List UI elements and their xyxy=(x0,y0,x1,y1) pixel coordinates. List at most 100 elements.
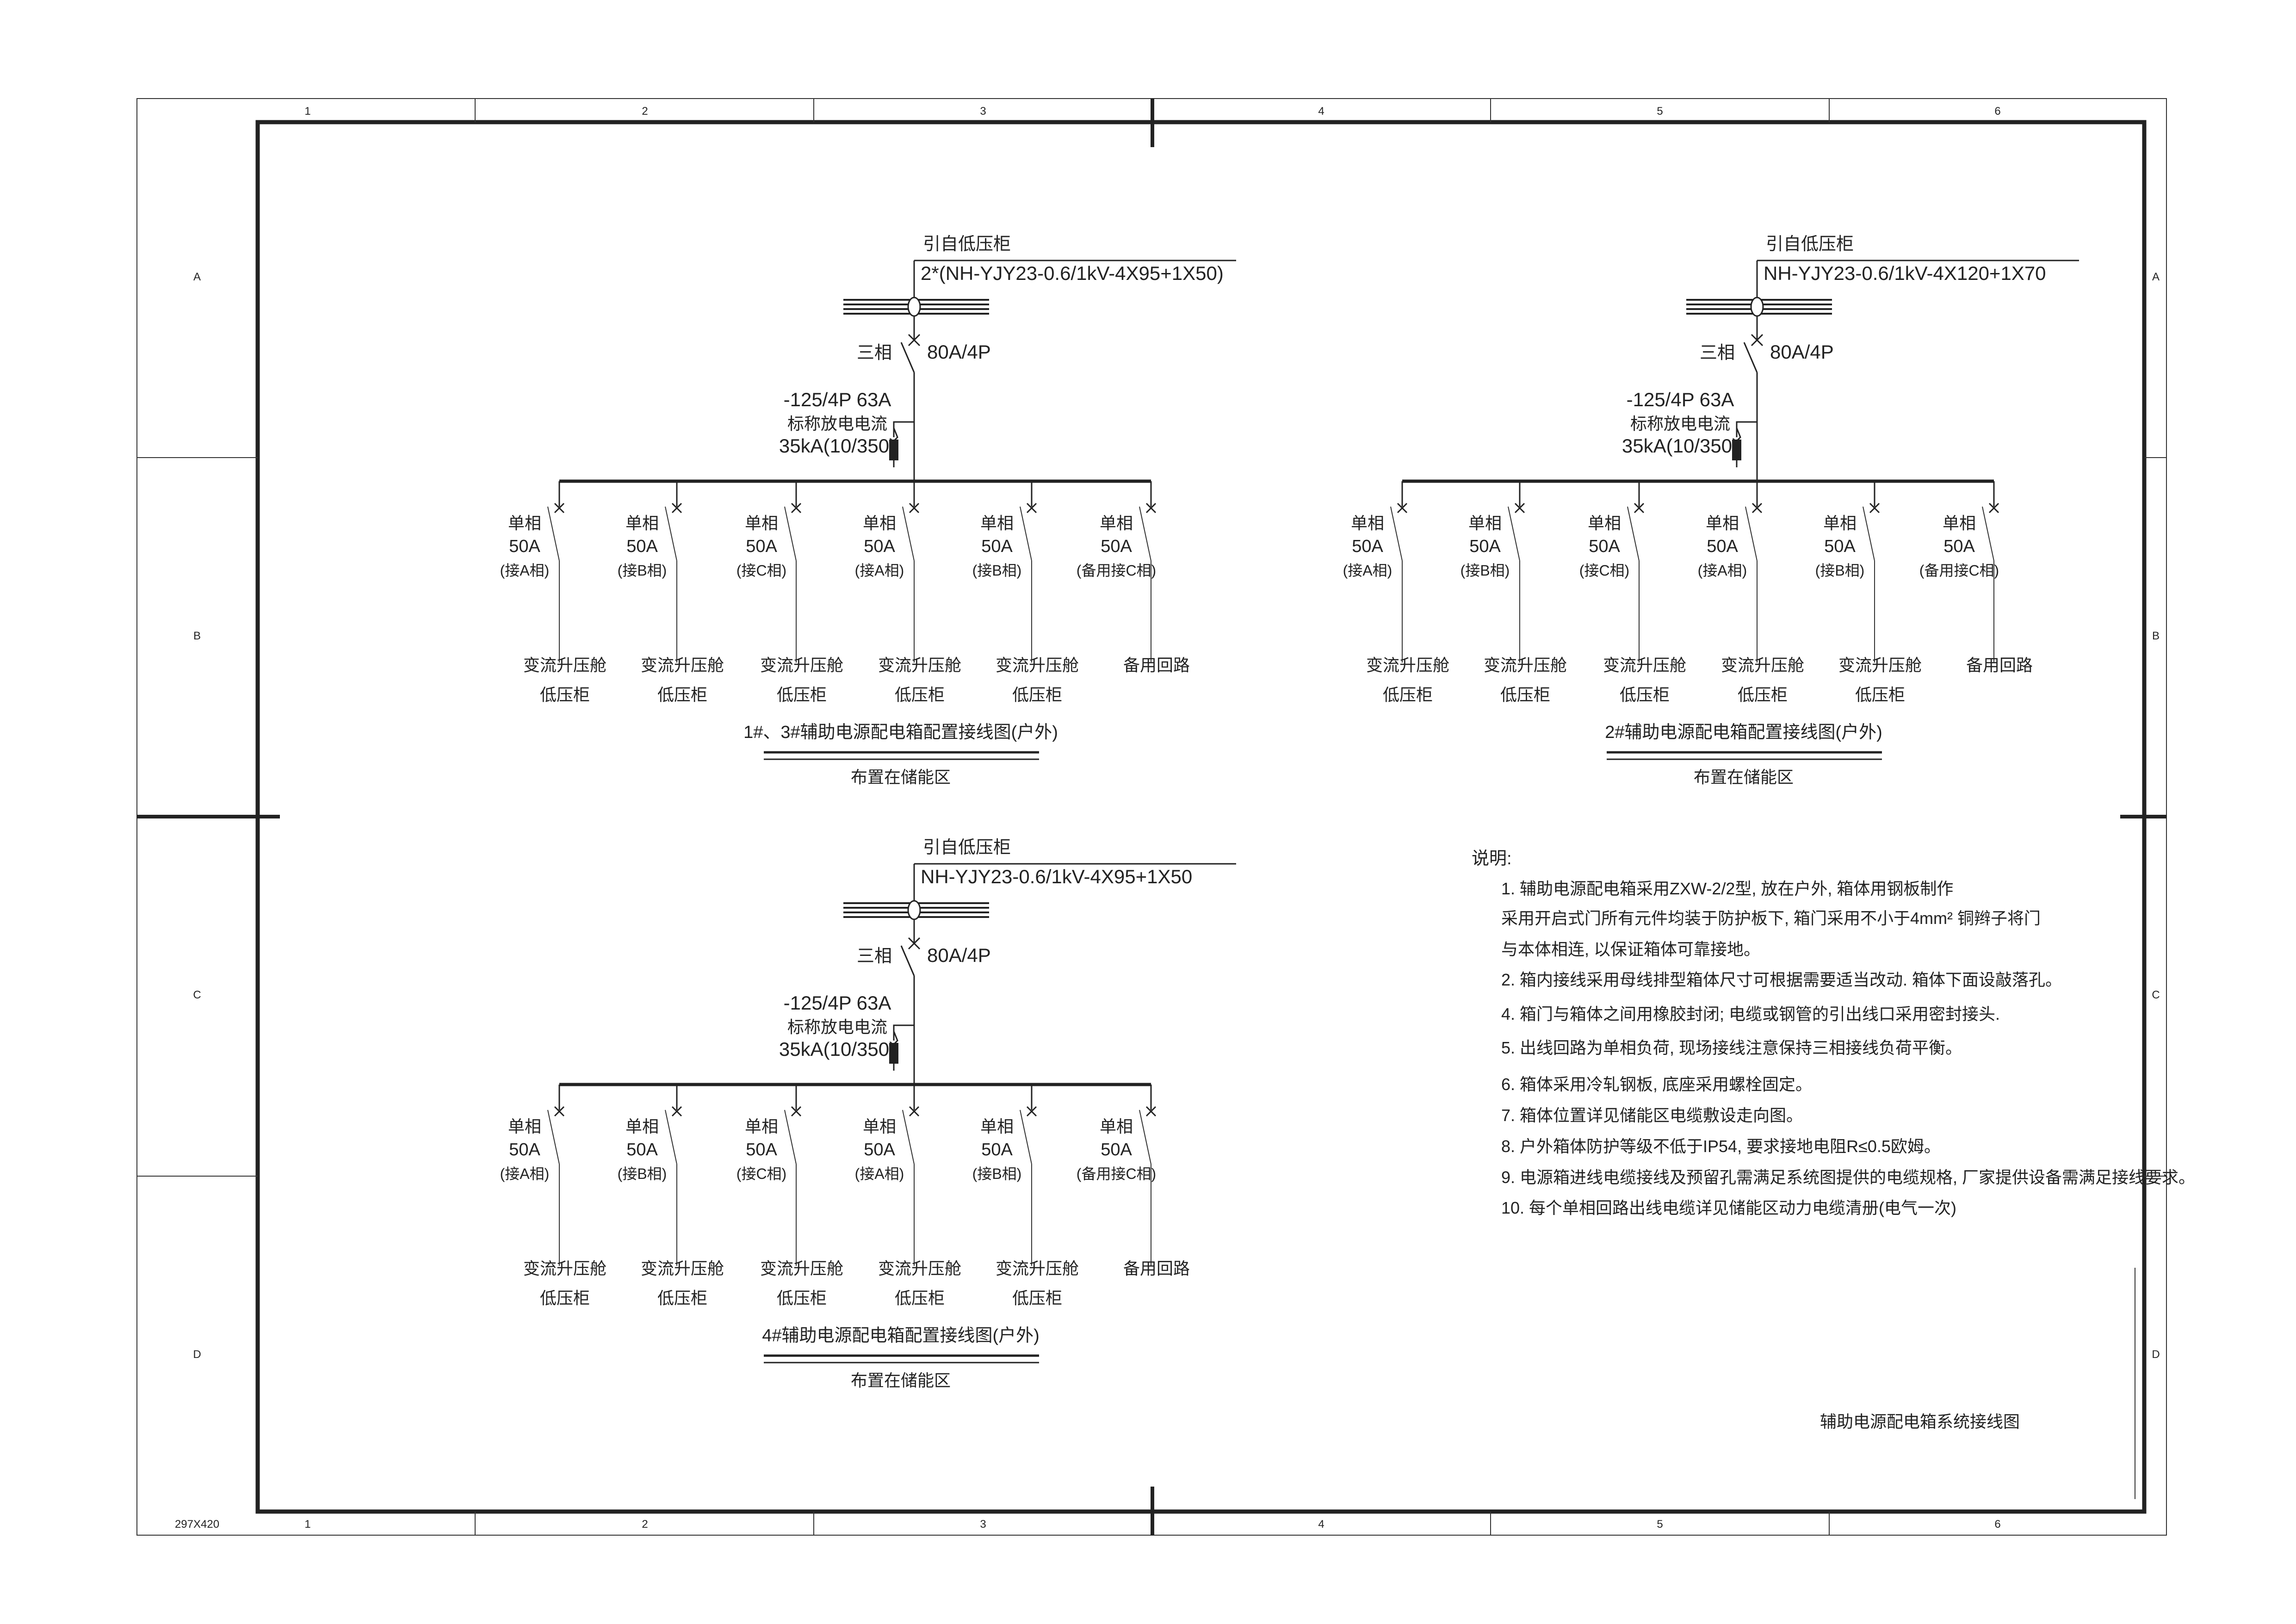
branch-breaker-icon xyxy=(902,502,920,561)
diagram-location: 布置在储能区 xyxy=(1694,768,1794,787)
branch-type: 单相 xyxy=(745,1117,778,1136)
column-label: 3 xyxy=(980,105,986,118)
row-label: D xyxy=(2152,1348,2160,1361)
branch-load: 备用回路 xyxy=(1123,656,1190,675)
branch-rating: 50A xyxy=(864,1140,895,1159)
spd-spec: 标称放电电流 xyxy=(1630,414,1730,433)
branch-load: 低压柜 xyxy=(1738,685,1788,704)
branch-rating: 50A xyxy=(1101,537,1132,556)
note-line: 2. 箱内接线采用母线排型箱体尺寸可根据需要适当改动. 箱体下面设敲落孔。 xyxy=(1501,970,2062,989)
branch-load: 低压柜 xyxy=(1012,685,1062,704)
note-line: 9. 电源箱进线电缆接线及预留孔需满足系统图提供的电缆规格, 厂家提供设备需满足… xyxy=(1501,1168,2195,1187)
row-label: B xyxy=(193,630,201,642)
branch-load: 变流升压舱 xyxy=(1838,656,1922,675)
main-breaker-rating: 80A/4P xyxy=(927,341,991,363)
branch-load: 备用回路 xyxy=(1966,656,2033,675)
branch-phase: (接B相) xyxy=(972,1165,1022,1182)
note-line: 5. 出线回路为单相负荷, 现场接线注意保持三相接线负荷平衡。 xyxy=(1501,1038,1962,1057)
branch-type: 单相 xyxy=(863,1117,896,1136)
branch-rating: 50A xyxy=(626,1140,658,1159)
branch-breaker-icon xyxy=(902,1106,920,1165)
branch-rating: 50A xyxy=(1824,537,1856,556)
sheet-size-label: 297X420 xyxy=(175,1518,219,1531)
main-breaker-phase: 三相 xyxy=(857,343,892,363)
branch-load: 低压柜 xyxy=(777,1289,827,1308)
spd-spec: -125/4P 63A xyxy=(1627,389,1734,410)
branch-phase: (接A相) xyxy=(1698,562,1747,579)
branch-phase: (接B相) xyxy=(1461,562,1510,579)
branch-breaker-icon xyxy=(547,1106,565,1165)
branch-breaker-icon xyxy=(665,502,682,561)
cable-spec: NH-YJY23-0.6/1kV-4X120+1X70 xyxy=(1764,262,2046,284)
outer-frame xyxy=(136,98,2167,1536)
branch-breaker-icon xyxy=(784,502,802,561)
branch-breaker-icon xyxy=(1020,502,1037,561)
busbar-icon xyxy=(843,297,989,317)
row-label: A xyxy=(2152,271,2160,283)
main-breaker-rating: 80A/4P xyxy=(927,944,991,966)
cable-spec: 2*(NH-YJY23-0.6/1kV-4X95+1X50) xyxy=(921,262,1224,284)
busbar-icon xyxy=(1686,297,1832,317)
row-label: A xyxy=(193,271,201,283)
row-label: B xyxy=(2152,630,2160,642)
diagram-title: 2#辅助电源配电箱配置接线图(户外) xyxy=(1605,723,1882,742)
branch-load: 低压柜 xyxy=(1500,685,1550,704)
source-label: 引自低压柜 xyxy=(923,838,1011,857)
spd-spec: 标称放电电流 xyxy=(787,1017,887,1036)
spd-spec: -125/4P 63A xyxy=(784,992,891,1014)
branch-rating: 50A xyxy=(1943,537,1975,556)
branch-phase: (接B相) xyxy=(972,562,1022,579)
branch-rating: 50A xyxy=(1352,537,1383,556)
branch-breaker-icon xyxy=(1745,502,1763,561)
cable-spec: NH-YJY23-0.6/1kV-4X95+1X50 xyxy=(921,866,1192,887)
column-label: 6 xyxy=(1994,1518,2000,1531)
column-label: 5 xyxy=(1657,105,1663,118)
branch-type: 单相 xyxy=(508,514,541,533)
branch-breaker-icon xyxy=(1627,502,1645,561)
branch-breaker-icon xyxy=(1139,502,1157,561)
row-label: C xyxy=(2152,989,2160,1001)
branch-breaker-icon xyxy=(665,1106,682,1165)
branch-load: 低压柜 xyxy=(540,685,590,704)
main-breaker-icon xyxy=(1743,334,1764,373)
branch-load: 低压柜 xyxy=(1855,685,1905,704)
column-label: 5 xyxy=(1657,1518,1663,1531)
branch-phase: (接C相) xyxy=(736,562,786,579)
branch-rating: 50A xyxy=(746,537,777,556)
branch-load: 低压柜 xyxy=(657,1289,707,1308)
branch-breaker-icon xyxy=(547,502,565,561)
notes-heading: 说明: xyxy=(1472,849,1512,868)
branch-phase: (备用接C相) xyxy=(1919,562,1999,579)
branch-rating: 50A xyxy=(1589,537,1620,556)
surge-protector-icon xyxy=(889,421,914,467)
branch-phase: (接B相) xyxy=(1815,562,1865,579)
branch-rating: 50A xyxy=(1101,1140,1132,1159)
column-label: 1 xyxy=(304,1518,310,1531)
branch-load: 低压柜 xyxy=(657,685,707,704)
branch-breaker-icon xyxy=(1139,1106,1157,1165)
branch-type: 单相 xyxy=(980,1117,1014,1136)
note-line: 与本体相连, 以保证箱体可靠接地。 xyxy=(1501,940,1760,959)
branch-phase: (接A相) xyxy=(1343,562,1392,579)
column-label: 2 xyxy=(642,1518,648,1531)
branch-rating: 50A xyxy=(746,1140,777,1159)
branch-rating: 50A xyxy=(509,537,540,556)
branch-type: 单相 xyxy=(1588,514,1621,533)
spd-spec: -125/4P 63A xyxy=(784,389,891,410)
branch-type: 单相 xyxy=(508,1117,541,1136)
branch-type: 单相 xyxy=(625,1117,659,1136)
branch-rating: 50A xyxy=(981,537,1013,556)
note-line: 8. 户外箱体防护等级不低于IP54, 要求接地电阻R≤0.5欧姆。 xyxy=(1501,1137,1941,1156)
